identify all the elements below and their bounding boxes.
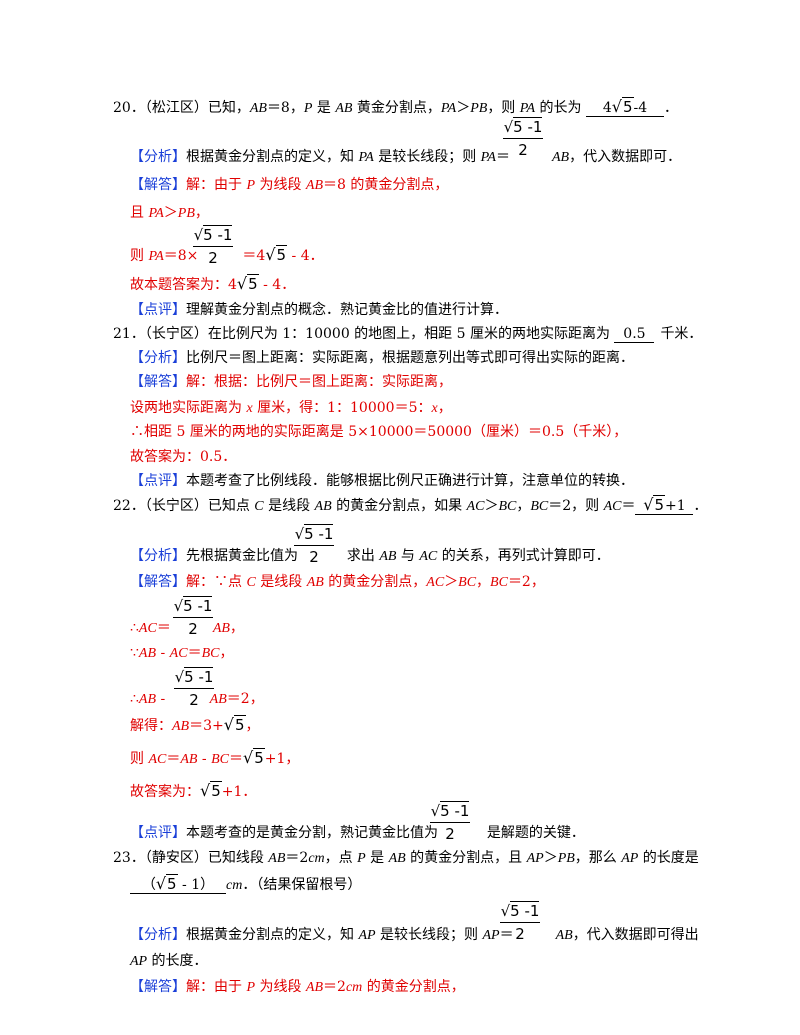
q22-solution-line5: 解得：AB＝3+√5，	[130, 715, 260, 734]
comment-tag: 【点评】	[130, 473, 186, 489]
q22-solution-line7: 故答案为：√5+1．	[130, 781, 257, 800]
sqrt-symbol: √5	[155, 874, 178, 893]
fraction-golden-ratio: √5 -1 2	[173, 596, 213, 638]
q23-stem-line1: 23．（静安区）已知线段 AB＝2cm，点 P 是 AB 的黄金分割点，且 AP…	[113, 850, 699, 866]
comment-tag: 【点评】	[130, 825, 186, 841]
q22-solution-line1: 【解答】解：∵点 C 是线段 AB 的黄金分割点，AC＞BC，BC＝2，	[130, 574, 545, 590]
solution-tag: 【解答】	[130, 374, 186, 390]
q20-comment: 【点评】理解黄金分割点的概念．熟记黄金比的值进行计算．	[130, 302, 508, 318]
analysis-tag: 【分析】	[130, 149, 186, 165]
q21-stem: 21．（长宁区）在比例尺为 1：10000 的地图上，相距 5 厘米的两地实际距…	[113, 326, 703, 343]
sqrt-symbol: √5	[236, 274, 259, 293]
q20-solution-line3: 则 PA＝8×＝4√5 - 4．	[130, 245, 324, 264]
q23-analysis-line2: AP 的长度．	[130, 953, 208, 969]
fraction-golden-ratio: √5 -1 2	[174, 667, 214, 709]
q23-solution-line1: 【解答】解：由于 P 为线段 AB＝2cm 的黄金分割点，	[130, 979, 465, 995]
solution-tag: 【解答】	[130, 177, 186, 193]
q20-solution-line2: 且 PA＞PB，	[130, 205, 209, 221]
q21-solution-line1: 【解答】解：根据：比例尺＝图上距离：实际距离，	[130, 374, 452, 390]
q22-solution-line3: ∵AB - AC＝BC，	[130, 645, 234, 661]
q22-analysis: 【分析】先根据黄金比值为 求出 AB 与 AC 的关系，再列式计算即可．	[130, 548, 610, 564]
sqrt-symbol: √5	[611, 97, 634, 116]
q20-analysis: 【分析】根据黄金分割点的定义，知 PA 是较长线段；则 PA＝AB，代入数据即可…	[130, 149, 682, 165]
q22-answer-blank: √5+1	[635, 495, 694, 515]
fraction-golden-ratio: √5 -1 2	[430, 801, 470, 843]
fraction-golden-ratio: √5 -1 2	[503, 117, 543, 159]
q21-answer-blank: 0.5	[614, 326, 655, 343]
q22-solution-line6: 则 AC＝AB - BC＝√5+1，	[130, 748, 300, 767]
solution-tag: 【解答】	[130, 979, 186, 995]
q23-stem-line2: （√5 - 1）cm．（结果保留根号）	[130, 874, 361, 895]
sqrt-symbol: √5	[242, 748, 265, 767]
q23-answer-blank: （√5 - 1）	[130, 874, 226, 894]
q20-stem: 20．（松江区）已知，AB＝8，P 是 AB 黄金分割点，PA＞PB，则 PA …	[113, 97, 678, 117]
q21-solution-line2: 设两地实际距离为 x 厘米，得：1：10000＝5：x，	[130, 400, 452, 416]
fraction-golden-ratio: √5 -1 2	[193, 225, 233, 267]
q21-analysis: 【分析】比例尺＝图上距离：实际距离，根据题意列出等式即可得出实际的距离．	[130, 350, 634, 366]
sqrt-symbol: √5	[265, 245, 288, 264]
q20-solution-line1: 【解答】解：由于 P 为线段 AB＝8 的黄金分割点，	[130, 177, 449, 193]
comment-tag: 【点评】	[130, 302, 186, 318]
analysis-tag: 【分析】	[130, 350, 186, 366]
analysis-tag: 【分析】	[130, 548, 186, 564]
q22-solution-line4: ∴AB - AB＝2，	[130, 691, 264, 707]
q22-solution-line2: ∴AC＝AB，	[130, 620, 244, 636]
q20-solution-line4: 故本题答案为：4√5 - 4．	[130, 274, 296, 293]
sqrt-symbol: √5	[223, 715, 246, 734]
sqrt-symbol: √5	[643, 495, 666, 514]
q21-comment: 【点评】本题考查了比例线段．能够根据比例尺正确进行计算，注意单位的转换．	[130, 473, 634, 489]
fraction-golden-ratio: √5 -1 2	[500, 901, 540, 943]
q22-stem: 22．（长宁区）已知点 C 是线段 AB 的黄金分割点，如果 AC＞BC，BC＝…	[113, 495, 708, 515]
analysis-tag: 【分析】	[130, 927, 186, 943]
solution-tag: 【解答】	[130, 574, 186, 590]
q23-analysis-line1: 【分析】根据黄金分割点的定义，知 AP 是较长线段；则 AP＝AB，代入数据即可…	[130, 927, 699, 943]
q21-solution-line4: 故答案为：0.5．	[130, 449, 237, 465]
q20-answer-blank: 4√5-4	[585, 97, 664, 117]
sqrt-symbol: √5	[200, 781, 222, 800]
fraction-golden-ratio: √5 -1 2	[294, 524, 334, 566]
q21-solution-line3: ∴相距 5 厘米的两地的实际距离是 5×10000＝50000（厘米）＝0.5（…	[130, 424, 628, 440]
q22-comment: 【点评】本题考查的是黄金分割，熟记黄金比值为 是解题的关键．	[130, 825, 585, 841]
